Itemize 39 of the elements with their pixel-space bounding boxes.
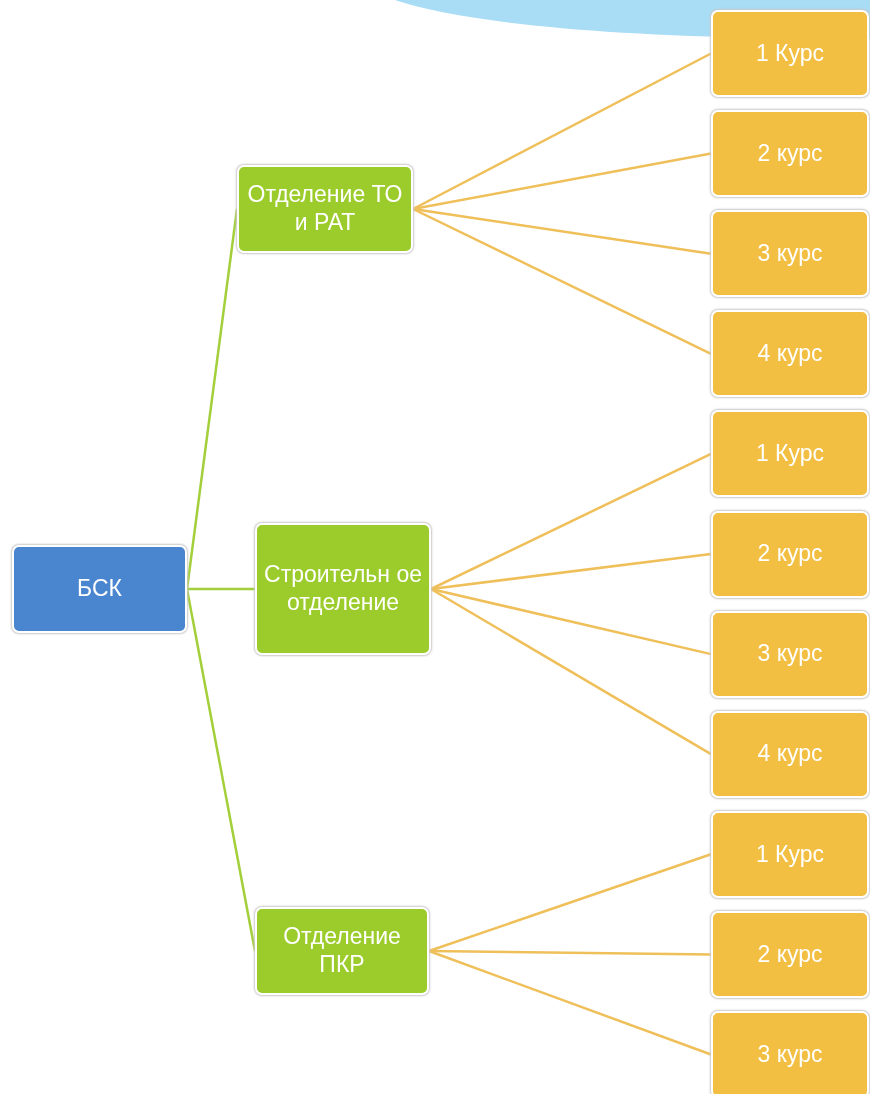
course-box (711, 10, 869, 97)
connector-line (428, 853, 712, 953)
department-box (12, 545, 187, 633)
node-label: 4 курс (757, 740, 823, 768)
connector-line (185, 208, 239, 590)
node-label: 2 курс (757, 540, 823, 568)
node-label: 2 курс (757, 139, 823, 168)
connector-line (412, 52, 712, 211)
course-box (711, 710, 869, 798)
course-box (711, 410, 869, 498)
course-box (711, 510, 869, 598)
department-box (237, 165, 413, 253)
connector-line (187, 587, 255, 591)
connector-line (428, 949, 712, 1056)
node-label: Отделение ПКР (282, 923, 402, 979)
node-label: 1 Курс (755, 440, 825, 468)
node-label: Строительн ое отделение (263, 561, 423, 617)
connector-line (412, 207, 712, 355)
course-box (711, 910, 869, 998)
node-label: 3 курс (757, 239, 823, 268)
course-box (711, 810, 869, 898)
department-box (255, 523, 431, 655)
node-label: БСК (77, 575, 122, 603)
node-label: 2 курс (757, 940, 823, 969)
connector-line (185, 588, 257, 952)
course-box (711, 1011, 869, 1094)
node-label: 1 Курс (755, 840, 825, 869)
course-box (711, 110, 869, 198)
node-label: 4 курс (757, 340, 823, 368)
node-label: 3 курс (757, 1040, 823, 1069)
course-box (711, 210, 869, 298)
department-box (255, 907, 429, 995)
course-box (711, 610, 869, 698)
node-label: 3 курс (757, 640, 823, 668)
connector-line (430, 452, 712, 591)
node-label: Отделение ТО и РАТ (246, 181, 404, 237)
node-label: 1 Курс (755, 39, 825, 68)
course-box (711, 310, 869, 398)
connector-line (430, 587, 712, 756)
